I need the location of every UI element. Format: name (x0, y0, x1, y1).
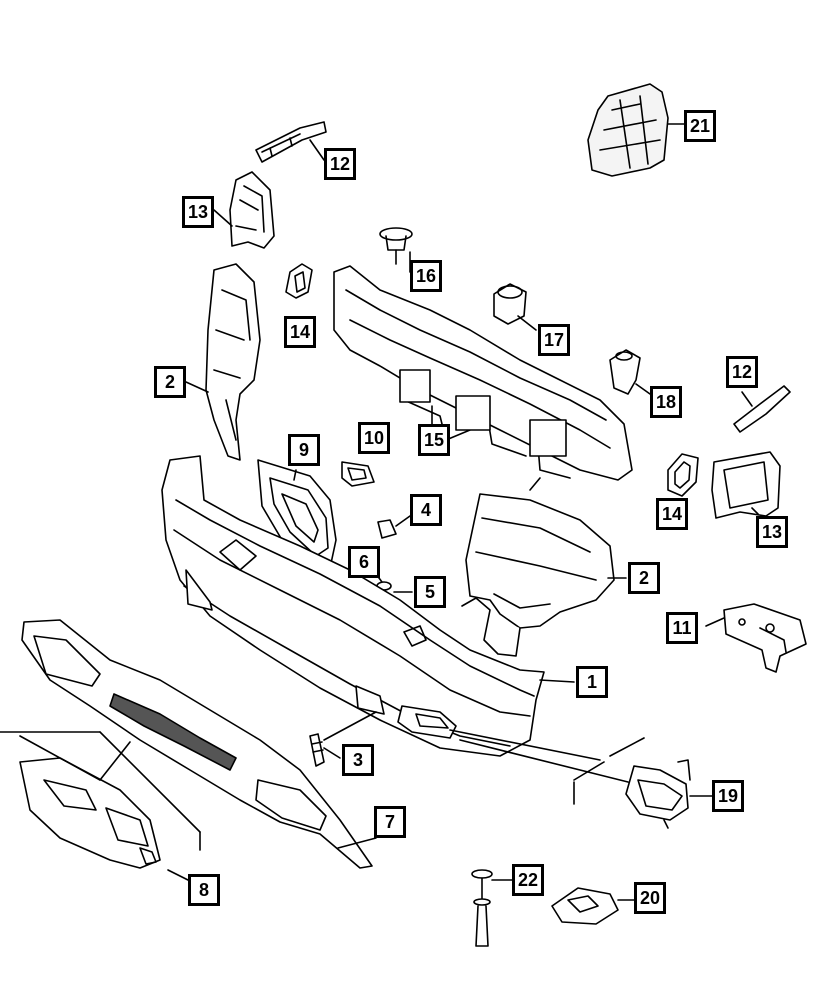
callout-label: 18 (655, 391, 677, 412)
callout-4: 4 (410, 494, 442, 526)
callout-label: 2 (638, 567, 649, 588)
callout-label: 4 (420, 499, 431, 520)
callout-label: 7 (384, 811, 395, 832)
callout-21: 21 (684, 110, 716, 142)
callout-6: 6 (348, 546, 380, 578)
part-12-right-bracket (733, 385, 791, 433)
callout-7: 7 (374, 806, 406, 838)
callout-8: 8 (188, 874, 220, 906)
part-2-right-bracket (461, 477, 627, 657)
part-8-skid-plate (0, 731, 201, 881)
part-19-fog-lamp (625, 759, 713, 829)
part-21-shield (587, 83, 685, 177)
part-20-nut-clip (551, 887, 635, 925)
callout-16: 16 (410, 260, 442, 292)
callout-label: 9 (298, 439, 309, 460)
callout-15: 15 (418, 424, 450, 456)
part-3-clip (309, 711, 377, 767)
part-10-cap (341, 461, 375, 487)
callout-20: 20 (634, 882, 666, 914)
part-7-lower-valance (21, 619, 377, 869)
callout-9: 9 (288, 434, 320, 466)
part-15-reinforcement-beam (333, 265, 633, 481)
callout-label: 8 (198, 879, 209, 900)
part-13-right-bracket (711, 451, 781, 519)
callout-2-right: 2 (628, 562, 660, 594)
callout-13-right: 13 (756, 516, 788, 548)
callout-5: 5 (414, 576, 446, 608)
callout-label: 14 (661, 503, 683, 524)
callout-label: 20 (639, 887, 661, 908)
callout-3: 3 (342, 744, 374, 776)
callout-label: 22 (517, 869, 539, 890)
callout-label: 12 (731, 361, 753, 382)
part-18-clip (609, 349, 651, 395)
callout-label: 16 (415, 265, 437, 286)
callout-label: 10 (363, 427, 385, 448)
callout-label: 12 (329, 153, 351, 174)
callout-1: 1 (576, 666, 608, 698)
callout-label: 5 (424, 581, 435, 602)
part-2-left-bracket (185, 263, 261, 461)
callout-label: 13 (761, 521, 783, 542)
callout-label: 17 (543, 329, 565, 350)
part-13-left-bracket (213, 171, 275, 249)
part-22-rivet (471, 869, 513, 947)
callout-18: 18 (650, 386, 682, 418)
callout-14-right: 14 (656, 498, 688, 530)
callout-10: 10 (358, 422, 390, 454)
callout-13-upper-left: 13 (182, 196, 214, 228)
callout-2-left: 2 (154, 366, 186, 398)
part-14-right-grommet (667, 453, 699, 497)
callout-11: 11 (666, 612, 698, 644)
part-12-left-bracket (255, 121, 327, 163)
callout-12-right: 12 (726, 356, 758, 388)
callout-label: 3 (352, 749, 363, 770)
part-11-bracket (705, 603, 807, 673)
part-16-push-pin (379, 227, 413, 273)
part-1-bumper-fascia (161, 455, 645, 805)
callout-label: 11 (672, 617, 692, 638)
callout-label: 15 (423, 429, 445, 450)
callout-22: 22 (512, 864, 544, 896)
callout-14-left: 14 (284, 316, 316, 348)
callout-label: 1 (586, 671, 597, 692)
callout-19: 19 (712, 780, 744, 812)
callout-label: 14 (289, 321, 311, 342)
part-17-nut-insert (493, 283, 537, 331)
callout-label: 13 (187, 201, 209, 222)
callout-12-upper-left: 12 (324, 148, 356, 180)
callout-17: 17 (538, 324, 570, 356)
part-14-left-grommet (285, 263, 313, 299)
callout-label: 21 (689, 115, 711, 136)
callout-label: 6 (358, 551, 369, 572)
callout-label: 2 (164, 371, 175, 392)
part-4-retainer (377, 515, 411, 539)
callout-label: 19 (717, 785, 739, 806)
